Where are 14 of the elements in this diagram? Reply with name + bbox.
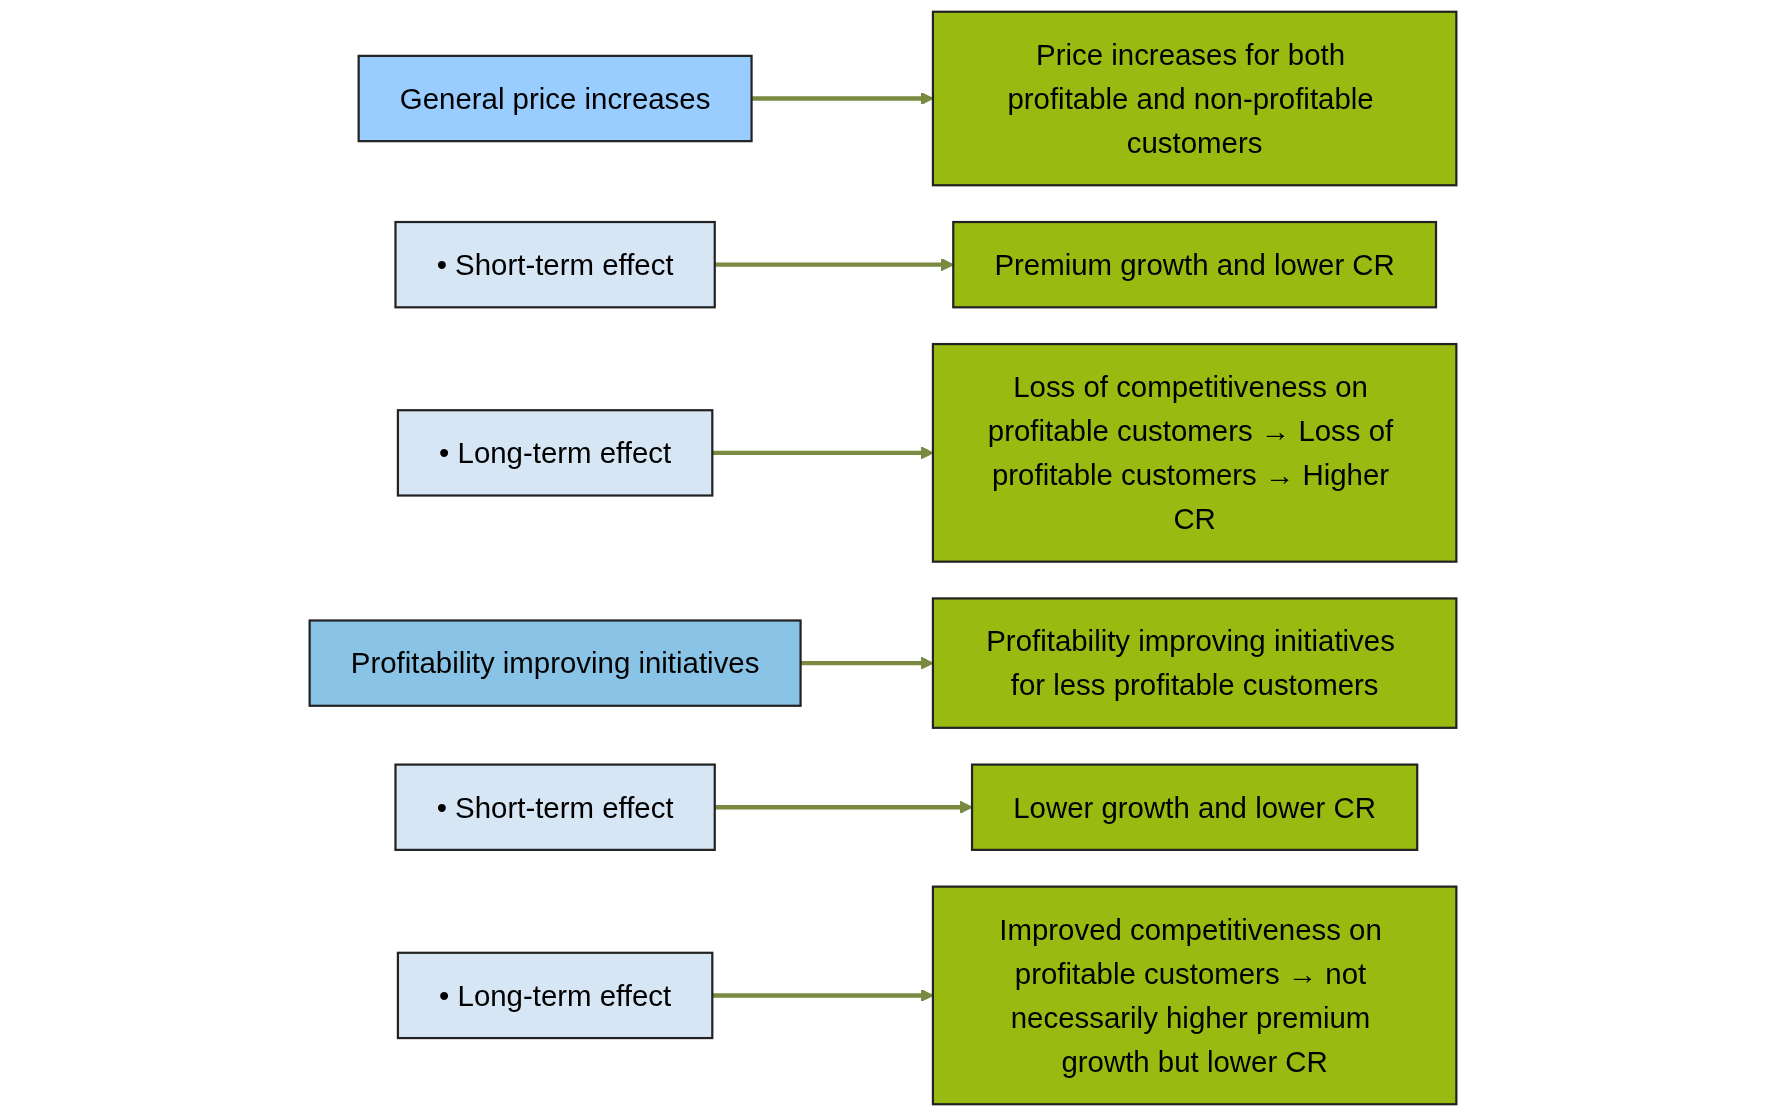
node-box: Price increases for both profitable and non-profitable customers [931, 10, 1458, 187]
node-box: • Short-term effect [394, 220, 716, 309]
node-box: Premium growth and lower CR [952, 220, 1438, 309]
node-box: Lower growth and lower CR [970, 763, 1419, 851]
arrow [714, 258, 954, 272]
node-box: Loss of competitiveness on profitable customers → Loss of profitable customers → Higher CR [931, 342, 1458, 563]
node-box: Improved competitiveness on profitable customers → not necessarily higher premium growth but lower CR [931, 885, 1458, 1106]
node-box: Profitability improving initiatives for less profitable customers [931, 597, 1458, 729]
node-box: • Long-term effect [396, 409, 714, 497]
node-box: Profitability improving initiatives [308, 619, 802, 707]
node-box: • Short-term effect [394, 763, 716, 851]
node-box: General price increases [357, 54, 753, 143]
node-box: • Long-term effect [396, 951, 714, 1040]
arrow [714, 800, 973, 814]
